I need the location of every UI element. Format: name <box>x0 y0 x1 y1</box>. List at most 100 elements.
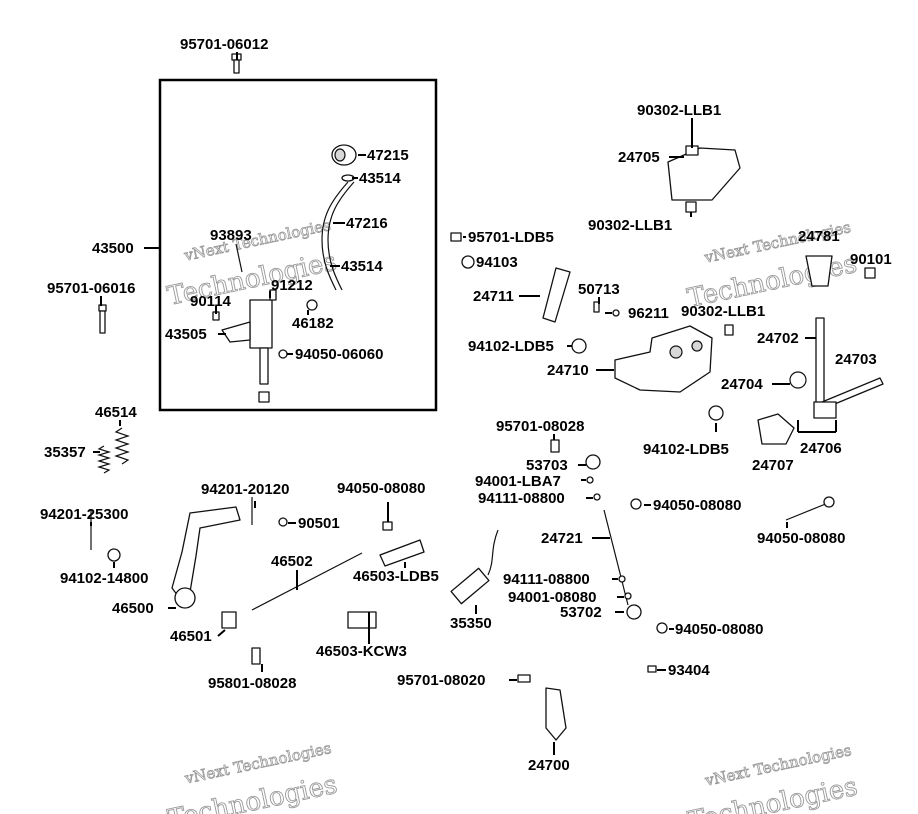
nut-94103-drawing <box>461 255 475 269</box>
bolt-95701-ldb5-drawing <box>450 232 462 242</box>
label-24705: 24705 <box>618 149 660 166</box>
bolt-90302-llb1b-drawing <box>685 201 697 213</box>
hose-47216-edge-drawing <box>327 181 355 291</box>
cable-46502-drawing <box>251 552 363 611</box>
label-24781: 24781 <box>798 228 840 245</box>
part-24781-drawing <box>805 255 833 287</box>
switch-35350-drawing <box>450 529 499 605</box>
nut-94050-08080a-drawing <box>630 498 642 510</box>
arm-24711-drawing <box>542 267 571 323</box>
nut-94050-08080d-drawing <box>656 622 668 634</box>
label-24721: 24721 <box>541 530 583 547</box>
label-90302-llb1-low: 90302-LLB1 <box>681 303 765 320</box>
label-46500: 46500 <box>112 600 154 617</box>
label-94001-lba7: 94001-LBA7 <box>475 473 561 490</box>
nut-94050-06060-drawing <box>278 349 288 359</box>
label-35357: 35357 <box>44 444 86 461</box>
ring-46182-drawing <box>306 299 318 311</box>
washer-94111-08800b-drawing <box>618 575 626 583</box>
label-93893: 93893 <box>210 227 252 244</box>
bolt-95701-06016-drawing <box>98 304 107 334</box>
rod-94050-08080b-drawing <box>785 496 835 521</box>
spring-24704-drawing <box>789 371 807 389</box>
label-43514-upper: 43514 <box>359 170 401 187</box>
watermark-bottom-left: vNext Technologies Technologies <box>165 739 340 814</box>
label-90101: 90101 <box>850 251 892 268</box>
label-95701-08020: 95701-08020 <box>397 672 485 689</box>
shaft-24702-drawing <box>815 317 825 411</box>
label-47215: 47215 <box>367 147 409 164</box>
label-94201-25300: 94201-25300 <box>40 506 128 523</box>
washer-94001-lba7-drawing <box>586 476 594 484</box>
label-24704: 24704 <box>721 376 763 393</box>
bracket-46503-ldb5-drawing <box>379 539 425 567</box>
label-43514-lower: 43514 <box>341 258 383 275</box>
washer-94102-14800-drawing <box>107 548 121 562</box>
pin-93893-drawing <box>235 243 243 273</box>
label-94001-08080: 94001-08080 <box>508 589 596 606</box>
label-94050-08080-center: 94050-08080 <box>337 480 425 497</box>
label-46514: 46514 <box>95 404 137 421</box>
label-53703: 53703 <box>526 457 568 474</box>
label-95701-06012: 95701-06012 <box>180 36 268 53</box>
label-91212: 91212 <box>271 277 313 294</box>
label-94050-08080-upper: 94050-08080 <box>653 497 741 514</box>
bolt-90302-llb1c-drawing <box>724 324 734 336</box>
label-95801-08028: 95801-08028 <box>208 675 296 692</box>
washer-94001-08080-drawing <box>624 592 632 600</box>
label-24707: 24707 <box>752 457 794 474</box>
label-94102-ldb5-left: 94102-LDB5 <box>468 338 554 355</box>
label-94111-08800-upper: 94111-08800 <box>478 490 565 507</box>
hose-47216-drawing <box>321 181 349 291</box>
part-46501-drawing <box>221 611 237 629</box>
part-46503-kcw3-drawing <box>347 611 377 629</box>
cover-24705-drawing <box>667 147 741 201</box>
part-24707-drawing <box>757 413 795 445</box>
label-94050-08080-right: 94050-08080 <box>757 530 845 547</box>
label-94050-08080-lower: 94050-08080 <box>675 621 763 638</box>
washer-94102-ldb5-drawing <box>571 338 587 354</box>
pin-50713-drawing <box>593 301 600 313</box>
bolt-95801-08028-drawing <box>251 647 261 665</box>
label-90114: 90114 <box>190 293 232 310</box>
leader-lines <box>90 52 837 755</box>
label-43505: 43505 <box>165 326 207 343</box>
label-46182: 46182 <box>292 315 334 332</box>
washer-94111-08800-drawing <box>593 493 601 501</box>
bracket-24710-drawing <box>614 325 713 393</box>
label-94050-06060: 94050-06060 <box>295 346 383 363</box>
spring-46514-drawing <box>114 427 130 465</box>
label-24711: 24711 <box>473 288 514 305</box>
label-46502: 46502 <box>271 553 313 570</box>
watermark-bottom-right: vNext Technologies Technologies <box>685 741 860 814</box>
part-96211-drawing <box>612 309 620 317</box>
part-labels: 95701-06012 43500 47215 43514 47216 9389… <box>40 36 892 774</box>
label-43500: 43500 <box>92 240 134 257</box>
shaft-24703-drawing <box>813 377 884 419</box>
cap-47215-drawing <box>331 144 357 166</box>
label-90302-llb1-mid: 90302-LLB1 <box>588 217 672 234</box>
label-24700: 24700 <box>528 757 570 774</box>
label-24710: 24710 <box>547 362 589 379</box>
label-94102-14800: 94102-14800 <box>60 570 148 587</box>
label-95701-06016: 95701-06016 <box>47 280 135 297</box>
label-46503-kcw3: 46503-KCW3 <box>316 643 407 660</box>
part-93404-drawing <box>647 665 657 673</box>
bolt-95701-08028-drawing <box>550 439 560 453</box>
label-24703: 24703 <box>835 351 877 368</box>
label-94111-08800-lower: 94111-08800 <box>503 571 590 588</box>
label-47216: 47216 <box>346 215 388 232</box>
spring-35357-drawing <box>96 445 112 474</box>
label-95701-ldb5: 95701-LDB5 <box>468 229 554 246</box>
rod-24721-drawing <box>603 509 629 606</box>
label-90501: 90501 <box>298 515 340 532</box>
subassembly-frame <box>158 78 438 412</box>
label-94103: 94103 <box>476 254 518 271</box>
label-93404: 93404 <box>668 662 710 679</box>
label-95701-08028: 95701-08028 <box>496 418 584 435</box>
master-cylinder-drawing <box>221 299 273 403</box>
washer-94102-ldb5b-drawing <box>708 405 724 421</box>
nut-94050-08080c-drawing <box>382 521 393 531</box>
label-35350: 35350 <box>450 615 492 632</box>
